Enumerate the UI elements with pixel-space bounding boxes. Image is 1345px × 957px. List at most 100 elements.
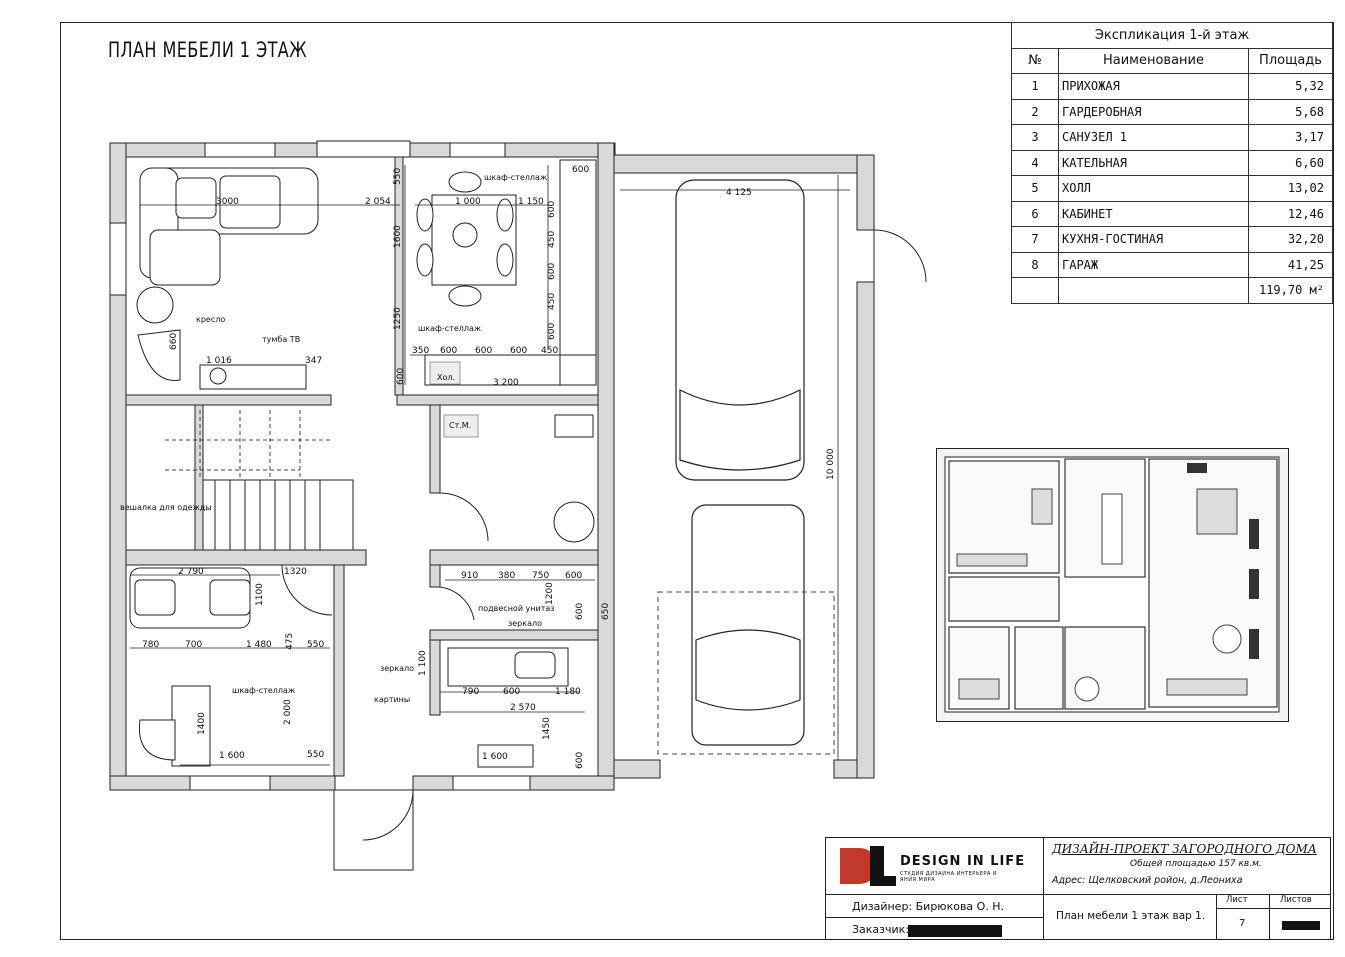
wall — [125, 549, 367, 566]
label-paintings: картины — [374, 695, 410, 704]
customer-label: Заказчик: — [852, 923, 910, 936]
svg-text:910: 910 — [461, 571, 478, 581]
brand-subtitle: СТУДИЯ ДИЗАЙНА ИНТЕРЬЕРА И ЯНИЯ МИРА — [900, 871, 998, 883]
col-name-header: Наименование — [1058, 47, 1249, 74]
bed — [477, 744, 534, 768]
wall — [429, 549, 599, 566]
label-mirror: зеркало — [380, 664, 414, 673]
door-swing — [362, 789, 414, 841]
label-armchair: кресло — [196, 315, 225, 324]
window — [189, 775, 271, 791]
brand-name: DESIGN IN LIFE — [900, 854, 1026, 869]
svg-text:1600: 1600 — [393, 225, 403, 248]
wall — [274, 142, 318, 158]
window — [109, 222, 127, 296]
svg-text:600: 600 — [547, 263, 557, 280]
wall — [109, 142, 127, 224]
drawing-frame — [60, 22, 1334, 940]
kitchen-counter — [559, 159, 597, 386]
svg-text:1 016: 1 016 — [206, 356, 232, 366]
window — [204, 142, 276, 158]
fridge — [429, 361, 461, 385]
table-total-row: 119,70 м² — [1011, 277, 1333, 304]
svg-text:700: 700 — [185, 640, 202, 650]
svg-text:1320: 1320 — [284, 567, 307, 577]
wall — [109, 294, 127, 791]
door-swing — [873, 229, 927, 283]
svg-text:3000: 3000 — [216, 197, 239, 207]
label-shelf: шкаф-стеллаж — [418, 324, 481, 333]
title-block: DESIGN IN LIFE СТУДИЯ ДИЗАЙНА ИНТЕРЬЕРА … — [825, 837, 1331, 940]
svg-text:450: 450 — [547, 293, 557, 310]
svg-text:347: 347 — [305, 356, 322, 366]
sofa — [139, 167, 319, 286]
svg-text:600: 600 — [575, 603, 585, 620]
label-fridge: Хол. — [437, 373, 455, 382]
svg-text:600: 600 — [565, 571, 582, 581]
svg-text:3 200: 3 200 — [493, 378, 519, 388]
label-coat-rack: вешалка для одежды — [120, 503, 212, 512]
stairs — [202, 479, 354, 551]
svg-text:600: 600 — [575, 752, 585, 769]
wall — [613, 154, 875, 174]
svg-text:660: 660 — [169, 333, 179, 350]
svg-text:2 000: 2 000 — [283, 699, 293, 725]
svg-text:10 000: 10 000 — [826, 448, 836, 480]
designer-name: Дизайнер: Бирюкова О. Н. — [852, 900, 1005, 913]
svg-text:780: 780 — [142, 640, 159, 650]
label-shelf: шкаф-стеллаж — [232, 686, 295, 695]
label-mirror: зеркало — [508, 619, 542, 628]
boiler — [553, 501, 595, 543]
svg-text:650: 650 — [601, 603, 611, 620]
wall — [409, 142, 451, 158]
wall — [529, 775, 615, 791]
vanity — [447, 647, 569, 687]
wall — [856, 154, 875, 231]
wall — [396, 394, 599, 406]
sheet-label: Лист — [1226, 895, 1248, 905]
svg-text:1 600: 1 600 — [219, 751, 245, 761]
project-title: ДИЗАЙН-ПРОЕКТ ЗАГОРОДНОГО ДОМА — [1052, 842, 1317, 856]
svg-text:600: 600 — [503, 687, 520, 697]
wall — [856, 281, 875, 779]
svg-text:1200: 1200 — [545, 582, 555, 605]
svg-text:450: 450 — [547, 231, 557, 248]
wall — [429, 629, 599, 641]
window — [452, 775, 531, 791]
svg-text:1 000: 1 000 — [455, 197, 481, 207]
chairs — [416, 171, 514, 307]
window — [449, 142, 506, 158]
svg-text:600: 600 — [547, 201, 557, 218]
svg-text:1100: 1100 — [255, 583, 265, 606]
wall — [429, 404, 441, 494]
car-icon — [675, 179, 805, 746]
label-toilet: подвесной унитаз — [478, 604, 555, 613]
plant-icon — [452, 222, 478, 248]
svg-text:600: 600 — [440, 346, 457, 356]
wall — [125, 394, 332, 406]
redacted-bar — [1282, 921, 1320, 930]
total-area: 119,70 м² — [1248, 277, 1333, 304]
sofa — [129, 567, 251, 629]
plant-icon — [136, 286, 174, 324]
label-washer: Ст.М. — [449, 421, 471, 430]
wall — [394, 156, 404, 396]
door-window — [316, 140, 411, 158]
wall — [194, 404, 204, 551]
wall — [109, 775, 191, 791]
redacted-bar — [908, 925, 1002, 937]
desk — [171, 685, 211, 767]
wall — [269, 775, 336, 791]
svg-text:1250: 1250 — [393, 307, 403, 330]
svg-text:1 180: 1 180 — [555, 687, 581, 697]
svg-text:790: 790 — [462, 687, 479, 697]
svg-text:1 600: 1 600 — [482, 752, 508, 762]
svg-text:2 054: 2 054 — [365, 197, 391, 207]
svg-text:600: 600 — [475, 346, 492, 356]
porch — [333, 789, 414, 871]
svg-text:475: 475 — [285, 633, 295, 650]
svg-text:350: 350 — [412, 346, 429, 356]
